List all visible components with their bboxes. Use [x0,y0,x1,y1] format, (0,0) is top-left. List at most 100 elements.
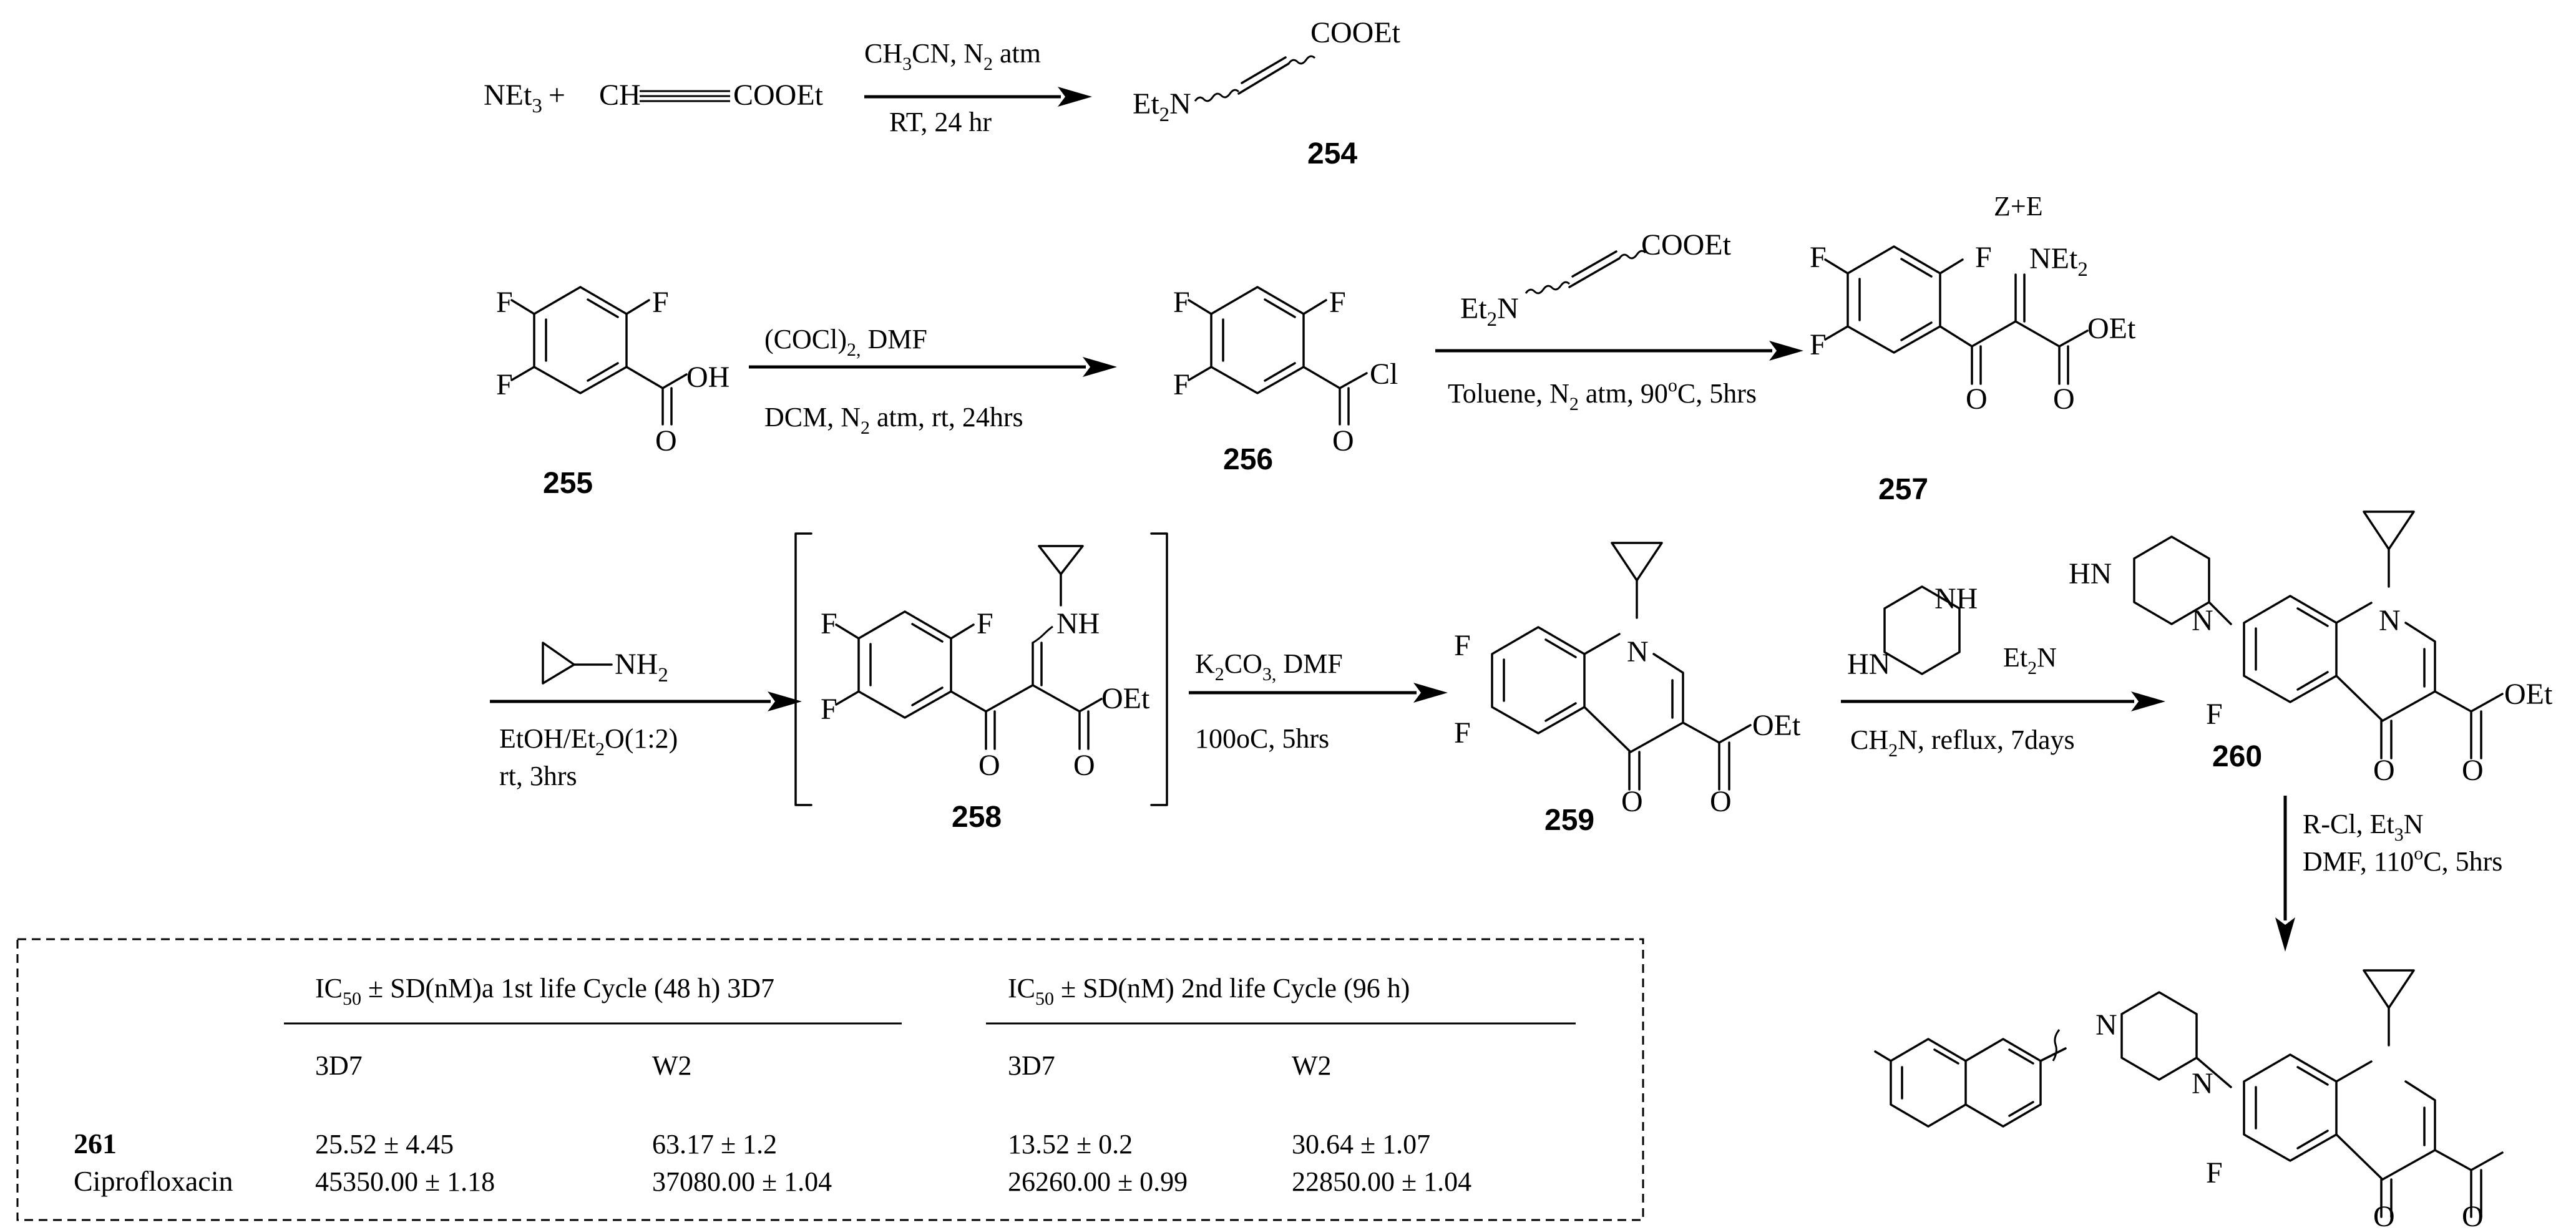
reaction-5-arrow: K2CO3, DMF 100oC, 5hrs [1189,648,1448,754]
r4-conditions-below-1: EtOH/Et2O(1:2) [499,723,678,759]
reaction-7-arrow: R-Cl, Et3N DMF, 110oC, 5hrs [2275,796,2502,952]
260-piperazine-n: N [2192,604,2213,637]
acid-255: F F F O OH 255 [496,286,729,500]
260-f: F [2206,698,2223,731]
r2-conditions-above: (COCl)2, DMF [764,324,927,360]
table-cell: 25.52 ± 4.45 [315,1129,454,1159]
reaction-4-arrow: NH2 EtOH/Et2O(1:2) rt, 3hrs [490,642,802,791]
table-group-header-1: IC50 ± SD(nM)a 1st life Cycle (48 h) 3D7 [315,973,774,1009]
258-ester-o: O [1073,749,1095,782]
acid-chloride-256: F F F O Cl 256 [1173,286,1398,476]
259-f-bottom: F [1454,716,1471,749]
table-cell: 63.17 ± 1.2 [652,1129,777,1159]
table-cell: 26260.00 ± 0.99 [1008,1166,1188,1197]
257-amine: NEt2 [2029,242,2088,281]
table-row-name: Ciprofloxacin [74,1165,233,1197]
r3-conditions-below: Toluene, N2 atm, 90oC, 5hrs [1448,375,1757,414]
258-f-bottom: F [821,693,837,726]
triple-bond [640,90,730,102]
r7-conditions-1: R-Cl, Et3N [2303,809,2423,845]
255-f-bottom: F [496,368,513,401]
260-hn: HN [2069,557,2112,590]
table-row: Ciprofloxacin 45350.00 ± 1.18 37080.00 ±… [74,1165,1471,1197]
259-ketone-o: O [1621,785,1643,818]
table-border [16,938,1644,1221]
258-nh: NH [1056,607,1100,640]
r3-reagent-ester: COOEt [1641,228,1732,261]
255-hydroxyl: OH [686,361,729,394]
259-ester-o: O [1710,785,1732,818]
table-cell: 22850.00 ± 1.04 [1292,1166,1471,1197]
257-isomer-note: Z+E [1994,191,2043,222]
cyclopropylamine-label: NH2 [615,648,668,686]
table-col-header: 3D7 [1008,1050,1055,1081]
compound-label-255: 255 [543,467,593,500]
r1-arrowhead [1058,87,1092,107]
260-ketone-o: O [2373,754,2395,787]
activity-table: IC50 ± SD(nM)a 1st life Cycle (48 h) 3D7… [16,938,1644,1221]
table-col-header: 3D7 [315,1050,363,1081]
intermediate-258: F F F NH O O OEt 258 [794,532,1168,834]
compound-261-definition [1874,1029,2067,1128]
alkyne-ch-label: CH [599,79,641,112]
259-ring-n: N [1627,635,1649,668]
258-ester: OEt [1101,682,1150,715]
260-ester-o: O [2462,754,2484,787]
r3-reagent-amine: Et2N [1460,292,1519,331]
reaction-6-arrow: NH HN Et2N CH2N, reflux, 7days [1841,582,2165,761]
compound-label-258: 258 [952,801,1002,834]
enamine-254: COOEt Et2N [1133,16,1401,126]
alkyne-ester-label: COOEt [733,79,824,112]
261-piperazine-n: N [2192,1067,2213,1100]
table-col-header: W2 [1292,1050,1332,1081]
reaction-2-arrow: (COCl)2, DMF DCM, N2 atm, rt, 24hrs [749,324,1117,438]
r7-conditions-2: DMF, 110oC, 5hrs [2303,843,2502,877]
257-ester-o: O [2053,383,2075,416]
257-ketone-o: O [1966,383,1988,416]
table-cell: 30.64 ± 1.07 [1292,1129,1430,1159]
258-f-top: F [821,607,837,640]
260-ester: OEt [2504,678,2553,711]
reaction-1: NEt3+ CH COOEt CH3CN, N2 atm RT, 24 hr C… [484,16,1401,170]
triethylamine-label: NEt3+ [484,79,565,117]
chloroquinoline-fragment [1874,1029,2067,1128]
256-carbonyl-o: O [1332,424,1354,457]
table-group-header-2: IC50 ± SD(nM) 2nd life Cycle (96 h) [1008,973,1410,1009]
r5-conditions-above: K2CO3, DMF [1195,648,1343,685]
261-ketone-o: O [2373,1200,2395,1230]
compound-label-260: 260 [2212,740,2262,773]
compound-label-259: 259 [1544,804,1594,837]
255-f-top: F [496,286,513,319]
enaminone-257: Z+E F F F NEt2 O O OEt 257 [1810,191,2136,506]
255-carbonyl-o: O [655,424,677,457]
r6-conditions-above: Et2N [2003,642,2057,678]
259-f-top: F [1454,629,1471,662]
r1-conditions-above: CH3CN, N2 atm [864,38,1041,74]
table-row-name: 261 [74,1128,117,1159]
compound-label-254: 254 [1307,137,1357,170]
reaction-3-arrow: COOEt Et2N Toluene, N2 atm, 90oC, 5hrs [1435,228,1803,414]
259-ester: OEt [1752,709,1801,742]
compound-label-257: 257 [1878,473,1928,506]
compound-label-256: 256 [1223,443,1273,476]
r4-conditions-below-2: rt, 3hrs [499,761,577,791]
piperazine-nh-bottom: HN [1847,648,1890,681]
254-amine-label: Et2N [1133,87,1191,126]
r5-conditions-below: 100oC, 5hrs [1195,723,1329,754]
261-piperazine-n-top: N [2095,1008,2117,1042]
table-cell: 45350.00 ± 1.18 [315,1166,495,1197]
258-ketone-o: O [978,749,1000,782]
255-f-ortho: F [652,286,669,319]
261-f: F [2206,1156,2223,1189]
table-col-header: W2 [652,1050,692,1081]
r1-conditions-below: RT, 24 hr [889,107,992,137]
260-ring-n: N [2379,604,2401,637]
257-f-top: F [1810,241,1827,274]
254-ester-label: COOEt [1310,16,1401,49]
table-cell: 13.52 ± 0.2 [1008,1129,1133,1159]
quinolone-260: HN N N F O O OEt 260 [2069,510,2553,787]
257-f-ortho: F [1975,241,1992,274]
261-ester-o: O [2462,1200,2484,1230]
256-f-top: F [1173,286,1190,319]
